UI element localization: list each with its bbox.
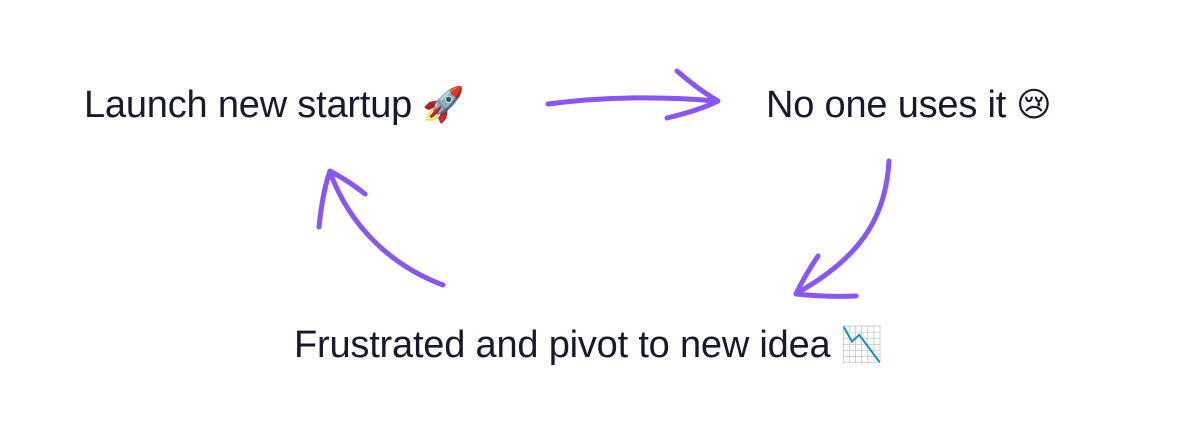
- node-label-pivot: Frustrated and pivot to new idea: [294, 324, 831, 366]
- node-launch-new-startup: Launch new startup 🚀: [84, 86, 464, 124]
- node-no-one-uses-it: No one uses it 😢: [766, 84, 1052, 126]
- rocket-icon: 🚀: [422, 86, 465, 124]
- arrow-head: [316, 168, 368, 230]
- arrow-head: [793, 253, 859, 299]
- node-label-no-one: No one uses it: [766, 84, 1007, 126]
- arrow-shaft: [794, 158, 892, 296]
- arrow-shaft: [327, 169, 446, 288]
- arrow-head: [664, 68, 721, 121]
- arrow-pivot-to-launch: [316, 168, 446, 288]
- arrow-shaft: [545, 95, 719, 107]
- chart-decreasing-icon: 📉: [840, 326, 883, 364]
- node-label-launch: Launch new startup: [84, 84, 413, 126]
- crying-face-icon: 😢: [1016, 86, 1052, 124]
- node-frustrated-and-pivot: Frustrated and pivot to new idea 📉: [294, 326, 883, 364]
- arrow-no-one-to-pivot: [793, 158, 892, 299]
- arrow-launch-to-no-one: [545, 68, 721, 121]
